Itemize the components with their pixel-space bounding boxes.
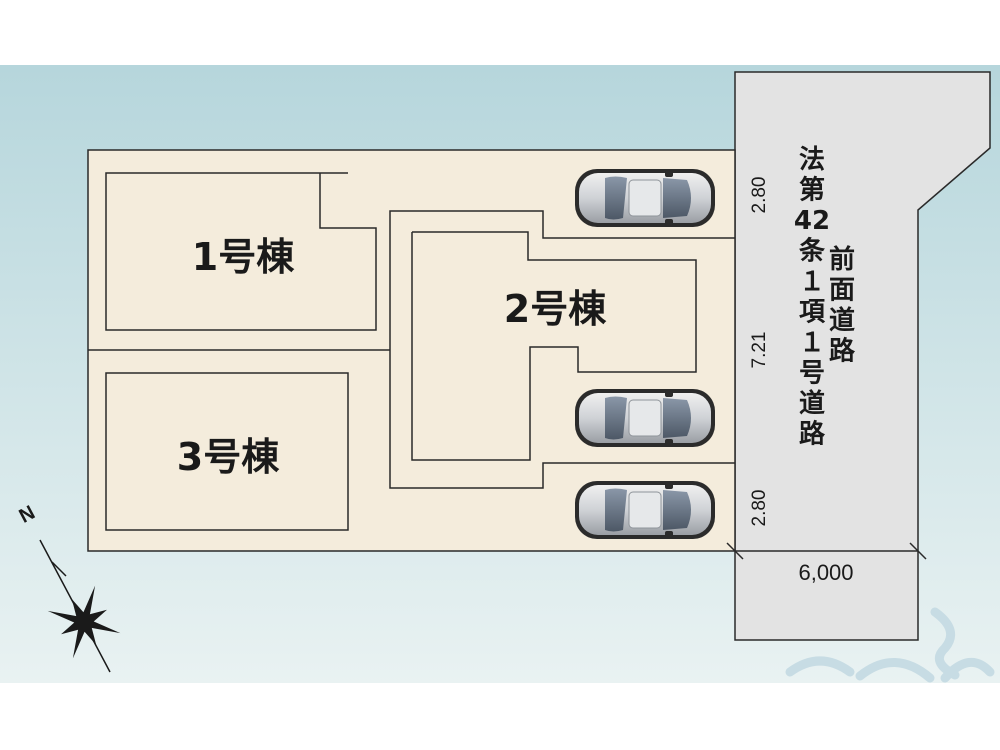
road-label-col2-char: 前 — [829, 244, 855, 275]
dimension-bottom-parking: 2.80 — [749, 490, 770, 527]
dimension-top-parking: 2.80 — [749, 177, 770, 214]
front-road — [734, 71, 991, 641]
decorative-flourish — [785, 607, 995, 683]
road-label-col1-char: 路 — [799, 419, 826, 450]
dimension-middle-frontage: 7.21 — [749, 332, 770, 369]
road-label-col1-char: 道 — [799, 388, 825, 419]
road-label-col1-char: １ — [799, 267, 825, 297]
road-label-col1-char: 法 — [799, 145, 825, 175]
lot-label-2: 2号棟 — [504, 287, 607, 331]
road-label-col1-char: 第 — [799, 175, 825, 206]
lot-label-3: 3号棟 — [177, 435, 280, 479]
parked-car-top — [574, 168, 716, 228]
lot-division-lines — [88, 210, 735, 489]
road-label-col2-char: 道 — [829, 305, 855, 336]
parked-car-middle — [574, 388, 716, 448]
building-1-footprint — [105, 172, 377, 331]
road-width-dimension-line — [726, 542, 927, 560]
road-label-col2-char: 面 — [829, 276, 855, 306]
road-label-col1-char: 条 — [799, 237, 826, 267]
road-label-col1-char: 項 — [799, 298, 826, 328]
lot-label-1: 1号棟 — [192, 235, 295, 279]
building-2-footprint — [411, 231, 697, 461]
parked-car-bottom — [574, 480, 716, 540]
building-3-footprint — [105, 372, 349, 531]
road-label-col1-char: １ — [799, 328, 825, 358]
road-label-col2-char: 路 — [829, 336, 856, 367]
road-width-label: 6,000 — [798, 560, 853, 585]
road-label-col1-char: 42 — [794, 206, 830, 236]
road-label-col1-char: 号 — [799, 359, 825, 389]
